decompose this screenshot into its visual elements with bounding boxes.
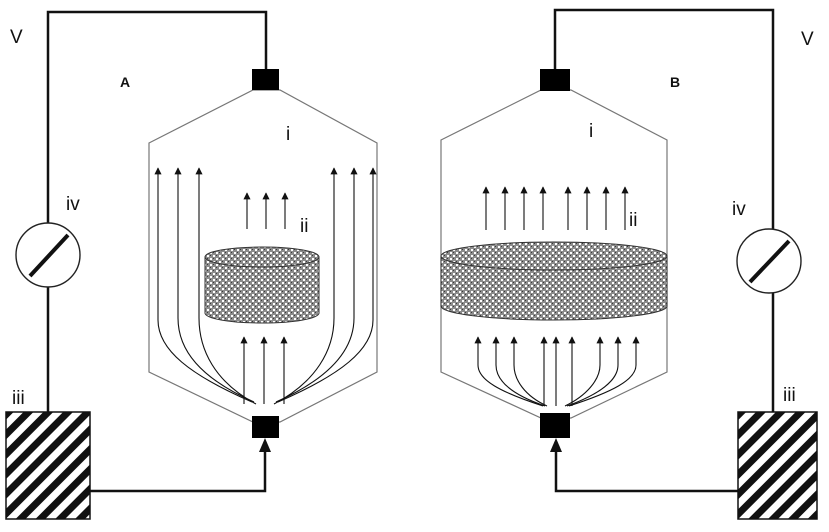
hatched-block-icon — [737, 411, 818, 520]
meter-a-label: iv — [66, 194, 80, 215]
bed-b — [440, 241, 668, 321]
circuit-a — [46, 10, 271, 493]
source-b-label: iii — [783, 385, 796, 406]
port-icon — [540, 413, 570, 438]
chamber-a-label: i — [286, 124, 290, 145]
port-icon — [540, 69, 570, 91]
hatched-block-icon — [5, 411, 91, 520]
meter-icon — [15, 222, 81, 288]
chamber-b-label: i — [589, 121, 593, 142]
bed-a — [204, 246, 320, 324]
panel-a: V A i ii iv iii — [5, 10, 378, 520]
port-icon — [252, 69, 279, 90]
gas-flow-a — [154, 167, 377, 405]
gas-flow-b — [474, 186, 640, 407]
port-icon — [252, 416, 279, 438]
meter-b-label: iv — [732, 199, 746, 220]
panel-b-label: B — [670, 74, 680, 90]
source-a-label: iii — [12, 388, 25, 409]
circuit-b — [550, 8, 775, 493]
voltage-label-left: V — [10, 27, 23, 48]
panel-b: V B i ii iv iii — [440, 8, 818, 520]
panel-a-label: A — [120, 74, 130, 90]
bed-a-label: ii — [300, 216, 308, 237]
voltage-label-right: V — [801, 29, 814, 50]
bed-b-label: ii — [629, 210, 637, 231]
meter-icon — [736, 228, 802, 294]
